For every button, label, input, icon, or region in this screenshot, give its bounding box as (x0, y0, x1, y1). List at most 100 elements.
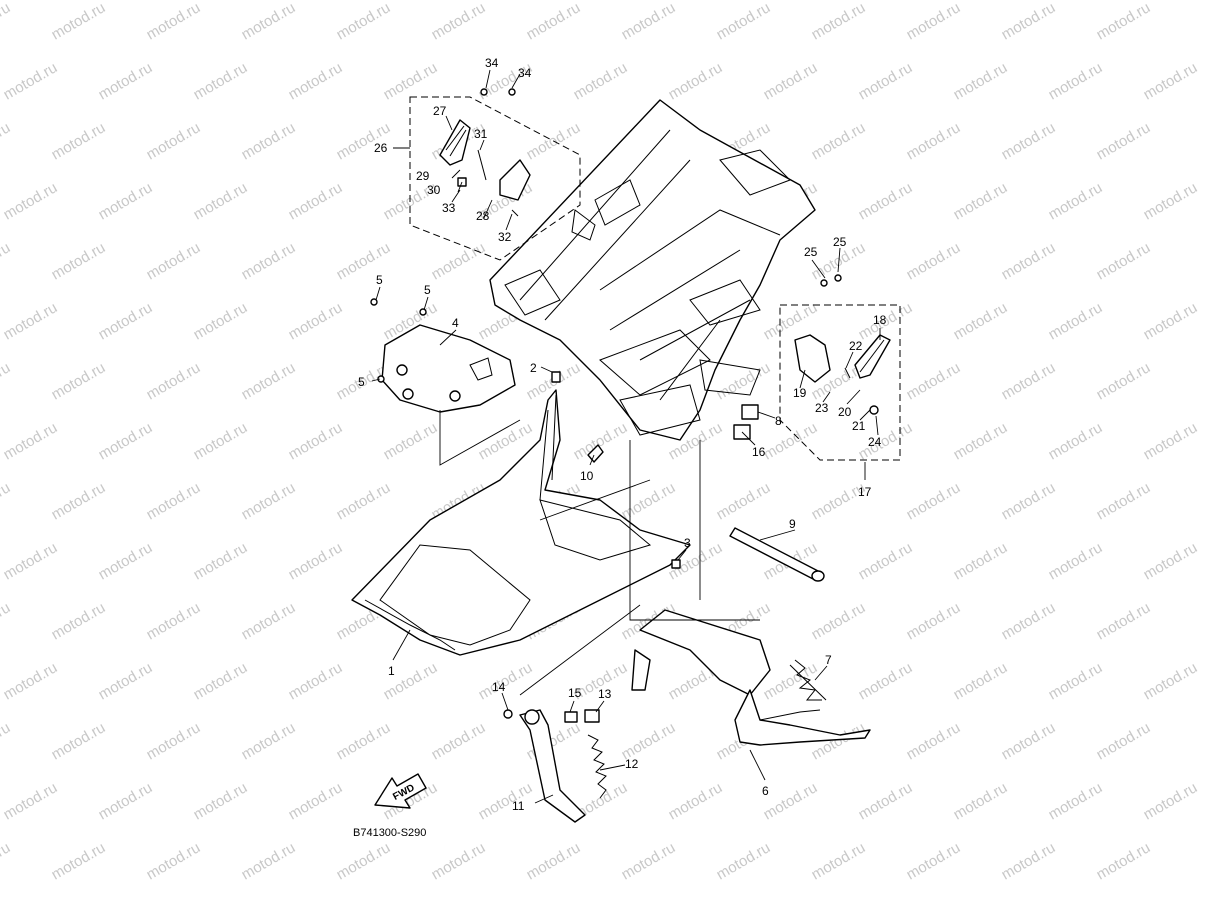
callout-19: 19 (793, 386, 807, 400)
callout-27: 27 (433, 104, 447, 118)
watermark-text: motod.ru (239, 119, 299, 163)
watermark-text: motod.ru (1141, 299, 1201, 343)
watermark-text: motod.ru (0, 239, 13, 283)
watermark-text: motod.ru (429, 839, 489, 883)
watermark-text: motod.ru (191, 59, 251, 103)
watermark-text: motod.ru (904, 0, 964, 43)
callout-18: 18 (873, 313, 887, 327)
watermark-text: motod.ru (239, 839, 299, 883)
watermark-text: motod.ru (96, 539, 156, 583)
callout-5b: 5 (424, 283, 431, 297)
watermark-text: motod.ru (856, 659, 916, 703)
watermark-text: motod.ru (144, 359, 204, 403)
callout-31: 31 (474, 127, 488, 141)
watermark-text: motod.ru (809, 0, 869, 43)
watermark-text: motod.ru (334, 479, 394, 523)
watermark-text: motod.ru (856, 539, 916, 583)
watermark-text: motod.ru (96, 299, 156, 343)
watermark-text: motod.ru (1094, 359, 1154, 403)
callout-25a: 25 (804, 245, 818, 259)
callout-11: 11 (512, 799, 525, 813)
watermark-text: motod.ru (49, 239, 109, 283)
watermark-text: motod.ru (476, 659, 536, 703)
watermark-text: motod.ru (951, 779, 1011, 823)
callout-20: 20 (838, 405, 852, 419)
callout-30: 30 (427, 183, 441, 197)
callout-5a: 5 (376, 273, 383, 287)
watermark-text: motod.ru (951, 539, 1011, 583)
watermark-text: motod.ru (524, 839, 584, 883)
watermark-text: motod.ru (286, 299, 346, 343)
watermark-text: motod.ru (1046, 539, 1106, 583)
frame (489, 99, 816, 441)
watermark-text: motod.ru (619, 479, 679, 523)
callout-labels: 1 2 3 4 5 5 5 6 7 8 9 10 11 12 13 14 15 … (358, 56, 887, 813)
watermark-text: motod.ru (49, 0, 109, 43)
watermark-text: motod.ru (714, 839, 774, 883)
watermark-text: motod.ru (239, 479, 299, 523)
callout-23: 23 (815, 401, 829, 415)
cover-part-4 (381, 324, 516, 413)
watermark-text: motod.ru (904, 359, 964, 403)
watermark-text: motod.ru (144, 839, 204, 883)
watermark-text: motod.ru (1094, 479, 1154, 523)
watermark-text: motod.ru (191, 299, 251, 343)
diagram-code: B741300-S290 (353, 827, 426, 839)
watermark-text: motod.ru (334, 239, 394, 283)
callout-9: 9 (789, 517, 796, 531)
watermark-text: motod.ru (761, 419, 821, 463)
watermark-text: motod.ru (191, 179, 251, 223)
callout-28: 28 (476, 209, 490, 223)
watermark-text: motod.ru (49, 599, 109, 643)
watermark-text: motod.ru (1046, 659, 1106, 703)
footrest-kit-26 (409, 88, 581, 261)
callout-25b: 25 (833, 235, 847, 249)
callout-13: 13 (598, 687, 612, 701)
watermark-text: motod.ru (1, 659, 61, 703)
callout-24: 24 (868, 435, 882, 449)
callout-10: 10 (580, 469, 594, 483)
watermark-text: motod.ru (571, 419, 631, 463)
spring-part-12 (587, 734, 607, 799)
watermark-text: motod.ru (96, 419, 156, 463)
watermark-text: motod.ru (1141, 59, 1201, 103)
watermark-text: motod.ru (1141, 659, 1201, 703)
callout-12: 12 (625, 757, 639, 771)
watermark-text: motod.ru (1, 299, 61, 343)
watermark-text: motod.ru (0, 599, 13, 643)
watermark-text: motod.ru (1094, 239, 1154, 283)
watermark-text: motod.ru (144, 0, 204, 43)
watermark-text: motod.ru (239, 239, 299, 283)
watermark-text: motod.ru (1046, 779, 1106, 823)
watermark-text: motod.ru (1046, 59, 1106, 103)
watermark-text: motod.ru (904, 839, 964, 883)
watermark-text: motod.ru (1046, 419, 1106, 463)
watermark-text: motod.ru (951, 659, 1011, 703)
watermark-text: motod.ru (714, 359, 774, 403)
watermark-text: motod.ru (809, 119, 869, 163)
watermark-text: motod.ru (96, 659, 156, 703)
watermark-text: motod.ru (951, 59, 1011, 103)
watermark-text: motod.ru (49, 119, 109, 163)
watermark-text: motod.ru (1141, 779, 1201, 823)
watermark-text: motod.ru (144, 119, 204, 163)
watermark-text: motod.ru (1141, 179, 1201, 223)
watermark-text: motod.ru (904, 719, 964, 763)
watermark-text: motod.ru (666, 779, 726, 823)
callout-29: 29 (416, 169, 430, 183)
watermark-text: motod.ru (761, 779, 821, 823)
watermark-text: motod.ru (856, 779, 916, 823)
watermark-text: motod.ru (1141, 539, 1201, 583)
watermark-text: motod.ru (429, 0, 489, 43)
watermark-text: motod.ru (0, 479, 13, 523)
watermark-text: motod.ru (49, 479, 109, 523)
callout-7: 7 (825, 653, 832, 667)
watermark-text: motod.ru (476, 779, 536, 823)
watermark-text: motod.ru (714, 0, 774, 43)
watermark-text: motod.ru (49, 839, 109, 883)
watermark-text: motod.ru (1, 59, 61, 103)
rod-part-9 (729, 527, 825, 582)
watermark-text: motod.ru (191, 779, 251, 823)
watermark-text: motod.ru (1094, 719, 1154, 763)
watermark-text: motod.ru (951, 419, 1011, 463)
